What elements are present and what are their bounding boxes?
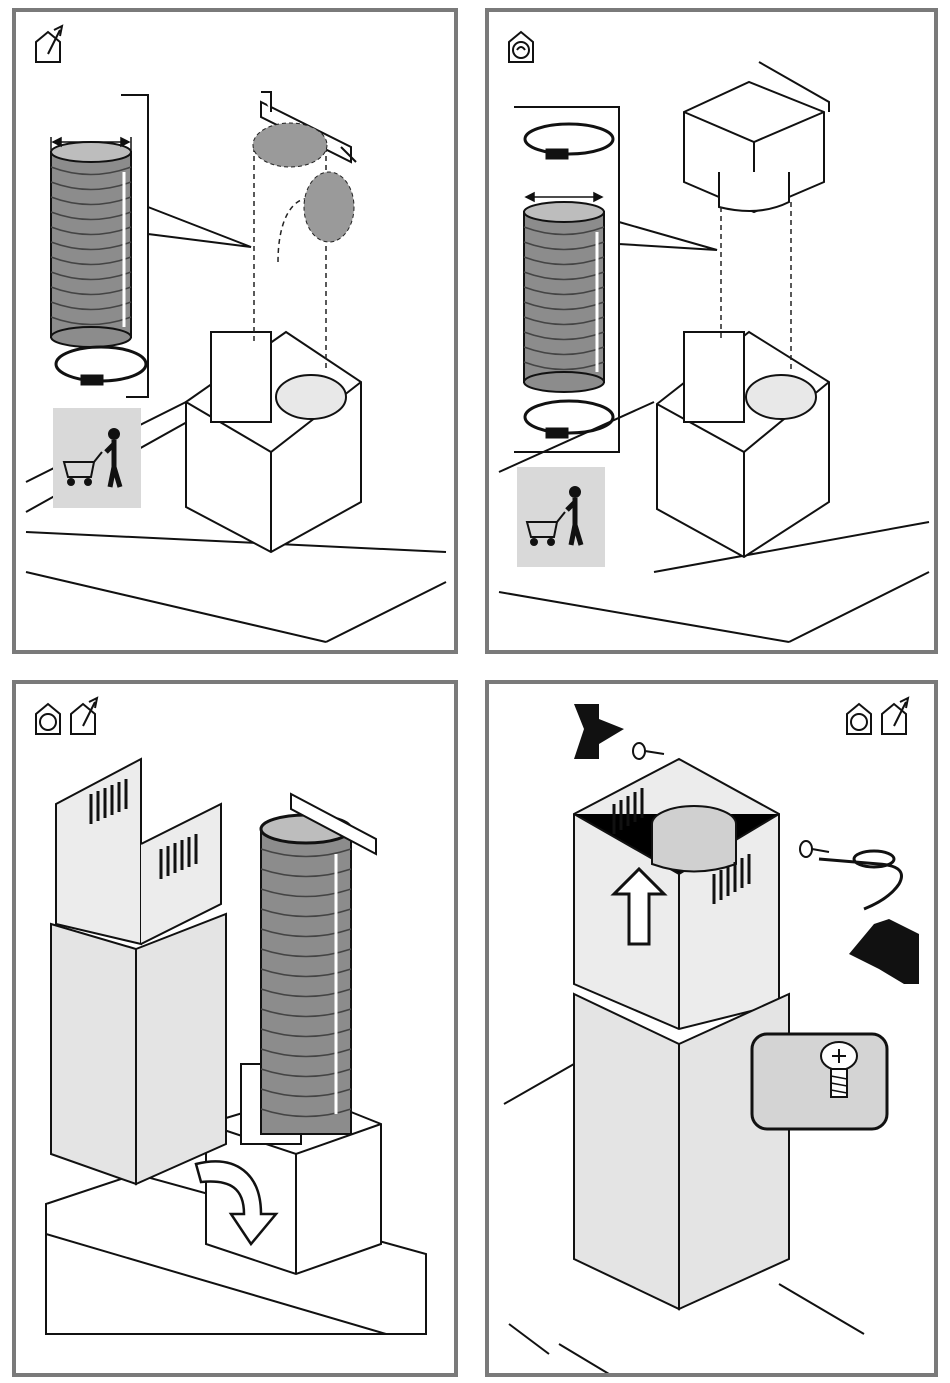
recirculation-deflector (684, 62, 829, 212)
screw-arrow-side (849, 919, 919, 984)
recirculation-icon (509, 32, 533, 62)
screwdriver-icon (819, 851, 902, 909)
panel-fit-chimney (12, 680, 458, 1377)
recirculation-icon (36, 704, 60, 734)
diameter-arrow (526, 193, 602, 201)
flexible-duct (524, 202, 604, 392)
side-opening (304, 172, 354, 242)
ducted-exhaust-icon (36, 26, 62, 62)
panel-raise-and-fix-chimney (485, 680, 938, 1377)
hose-clamp-bottom (525, 401, 613, 437)
panel-recirculation-install (485, 8, 938, 654)
panel-ducted-install (12, 8, 458, 654)
upper-chimney (574, 759, 779, 1029)
hose-clamp-top (525, 124, 613, 158)
flexible-duct (261, 815, 351, 1134)
motor-unit (657, 332, 829, 557)
screw-detail-inset (752, 1034, 887, 1129)
screw-top (633, 743, 664, 759)
exhaust-opening (253, 123, 327, 167)
recirculation-icon (847, 704, 871, 734)
telescopic-chimney (51, 759, 226, 1184)
ducted-exhaust-icon (882, 698, 908, 734)
screw-arrow-top (574, 704, 624, 759)
hose-clamp (56, 347, 146, 384)
motor-unit (186, 332, 361, 552)
ducted-exhaust-icon (71, 698, 97, 734)
screw-side (800, 841, 829, 857)
flexible-duct (51, 142, 131, 347)
